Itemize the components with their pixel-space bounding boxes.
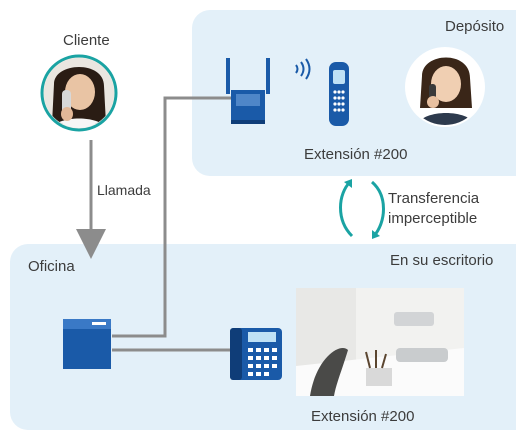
office-label: Oficina xyxy=(28,258,75,275)
circular-transfer-arrows-icon xyxy=(330,176,394,242)
wireless-signal-icon xyxy=(292,58,314,80)
at-desk-label: En su escritorio xyxy=(390,252,494,269)
extension-label-top: Extensión #200 xyxy=(304,146,408,163)
call-label: Llamada xyxy=(97,182,151,198)
pbx-to-base-line xyxy=(112,96,232,338)
deposit-label: Depósito xyxy=(445,18,505,35)
desk-phone-icon xyxy=(228,322,284,382)
wireless-base-station-icon xyxy=(222,56,274,128)
transfer-label-line1: Transferencia xyxy=(388,190,480,207)
pbx-unit-icon xyxy=(62,318,112,370)
client-avatar xyxy=(40,54,118,132)
client-label: Cliente xyxy=(63,32,110,49)
transfer-label-line2: imperceptible xyxy=(388,210,478,227)
cordless-handset-icon xyxy=(326,60,352,128)
extension-label-bottom: Extensión #200 xyxy=(311,408,415,425)
worker-avatar xyxy=(404,46,486,128)
office-desk-photo xyxy=(296,288,464,396)
